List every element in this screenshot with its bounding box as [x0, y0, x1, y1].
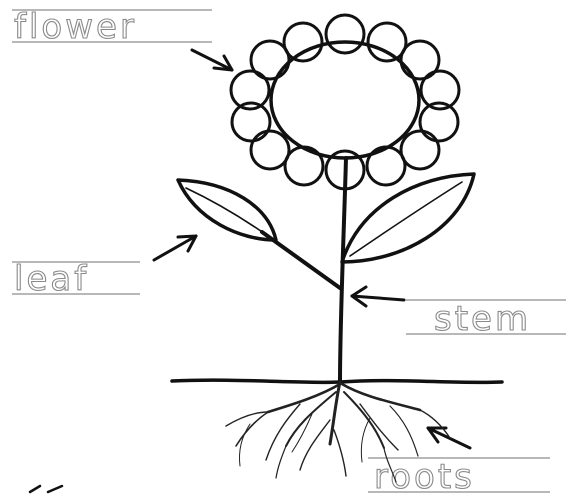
arrow-to-flower — [192, 50, 232, 70]
arrow-to-leaf — [154, 236, 196, 260]
label-flower: flower — [12, 7, 212, 47]
label-leaf: leaf — [12, 259, 140, 299]
label-roots: roots — [368, 457, 550, 497]
label-leaf-text: leaf — [14, 259, 89, 299]
label-flower-text: flower — [14, 7, 137, 47]
ground-line — [172, 380, 502, 382]
left-leaf — [178, 180, 276, 240]
flower-center — [271, 42, 419, 158]
stem — [262, 158, 346, 382]
stray-mark — [30, 486, 62, 492]
right-leaf — [342, 174, 474, 262]
arrow-to-roots — [428, 428, 470, 448]
arrow-to-stem — [352, 287, 404, 306]
label-stem: stem — [406, 299, 566, 339]
label-stem-text: stem — [434, 299, 531, 339]
